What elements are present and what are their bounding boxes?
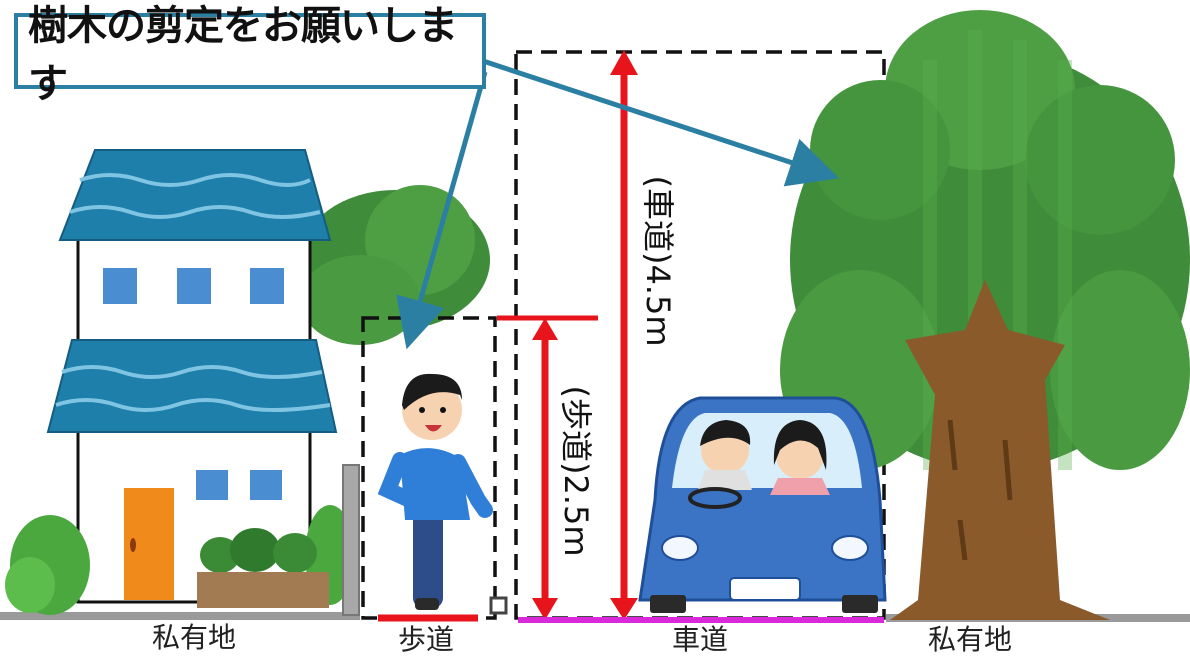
large-tree <box>780 10 1190 620</box>
curb-marker <box>489 596 508 615</box>
roadway-height-arrow <box>610 50 638 620</box>
callout-arrow-to-background-tree <box>396 71 488 350</box>
pedestrian <box>377 373 493 610</box>
callout-text: 樹木の剪定をお願いします <box>28 3 458 107</box>
callout-box: 樹木の剪定をお願いします <box>14 3 486 107</box>
sidewalk-height-arrow <box>532 318 558 620</box>
callout-arrow-to-large-tree <box>479 57 839 187</box>
roadway-clearance-label: (車道)4.5m <box>639 175 677 347</box>
sidewalk-clearance-label: (歩道)2.5m <box>557 385 595 557</box>
private-land-right-label: 私有地 <box>928 623 1013 656</box>
car <box>638 396 887 613</box>
gate-post <box>342 464 360 616</box>
private-land-left-label: 私有地 <box>152 621 237 654</box>
planter <box>197 528 329 608</box>
ground-left <box>0 612 360 620</box>
background-tree <box>300 185 490 345</box>
sidewalk-label: 歩道 <box>398 623 455 656</box>
roadway-label: 車道 <box>672 623 729 656</box>
